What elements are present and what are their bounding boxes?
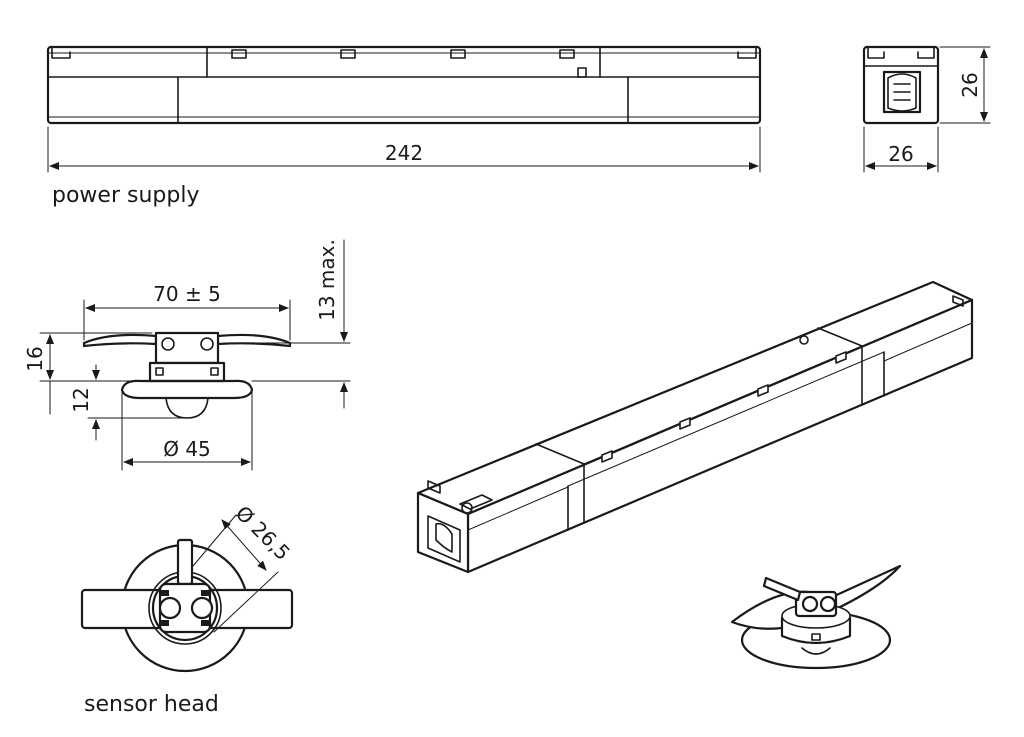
sensor-top-view	[80, 538, 294, 673]
power-supply-side-view	[46, 45, 762, 125]
end-width-label: 26	[888, 142, 913, 166]
total-height-label: 13 max.	[315, 239, 339, 321]
diameter-label: Ø 45	[163, 437, 211, 461]
height-label: 16	[23, 346, 47, 371]
sensor-side-view	[82, 331, 292, 419]
sensor-head-caption: sensor head	[84, 692, 219, 717]
end-height-label: 26	[958, 72, 982, 97]
lens-height-label: 12	[69, 387, 93, 412]
length-dimension	[47, 126, 761, 173]
end-dimensions	[863, 46, 991, 173]
length-label: 242	[385, 141, 423, 165]
power-supply-caption: power supply	[52, 183, 199, 208]
power-supply-isometric	[416, 280, 974, 574]
cutout-dimension	[192, 514, 279, 633]
cutout-label: Ø 26,5	[231, 501, 295, 565]
clip-width-label: 70 ± 5	[153, 282, 221, 306]
sensor-dimensions	[39, 239, 351, 471]
power-supply-end-view	[862, 45, 940, 125]
sensor-isometric	[730, 564, 902, 670]
